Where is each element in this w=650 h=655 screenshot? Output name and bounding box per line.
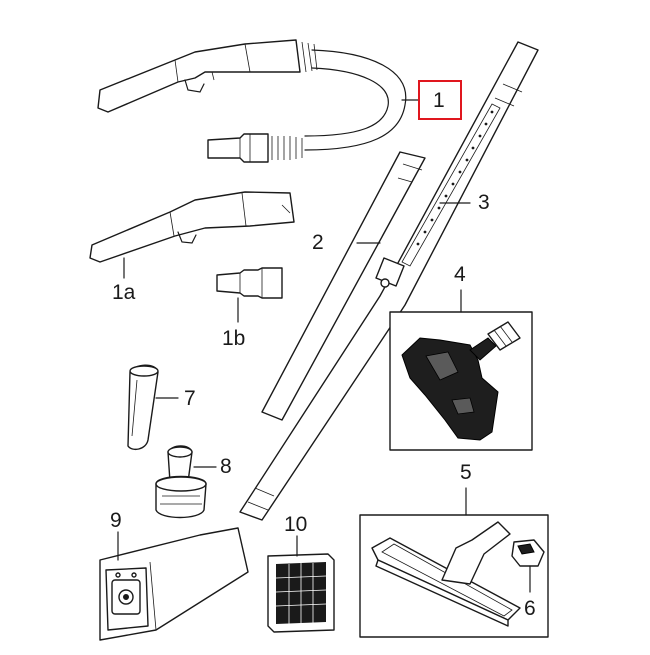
label-part-5: 5	[460, 461, 472, 484]
label-part-6: 6	[524, 597, 536, 620]
label-part-2: 2	[312, 231, 324, 254]
connector-part[interactable]	[216, 267, 283, 323]
telescopic-tube[interactable]	[239, 41, 539, 521]
label-part-1b: 1b	[222, 327, 246, 350]
handle-part[interactable]	[89, 191, 295, 279]
label-part-1: 1	[433, 89, 445, 112]
label-part-1a: 1a	[112, 281, 136, 304]
label-part-3: 3	[478, 191, 490, 214]
highlight-box	[418, 80, 462, 120]
dusting-brush[interactable]	[155, 445, 217, 519]
parquet-nozzle-group[interactable]	[359, 487, 549, 638]
label-part-7: 7	[184, 387, 196, 410]
dust-bag[interactable]	[99, 527, 249, 641]
exhaust-filter[interactable]	[267, 535, 335, 633]
label-part-4: 4	[454, 263, 466, 286]
extension-tube[interactable]	[261, 151, 426, 421]
combination-nozzle-group[interactable]	[389, 289, 533, 451]
label-part-10: 10	[284, 513, 308, 536]
label-part-8: 8	[220, 455, 232, 478]
hose-assembly[interactable]	[97, 39, 407, 163]
label-part-9: 9	[110, 509, 122, 532]
crevice-tool[interactable]	[127, 364, 179, 451]
